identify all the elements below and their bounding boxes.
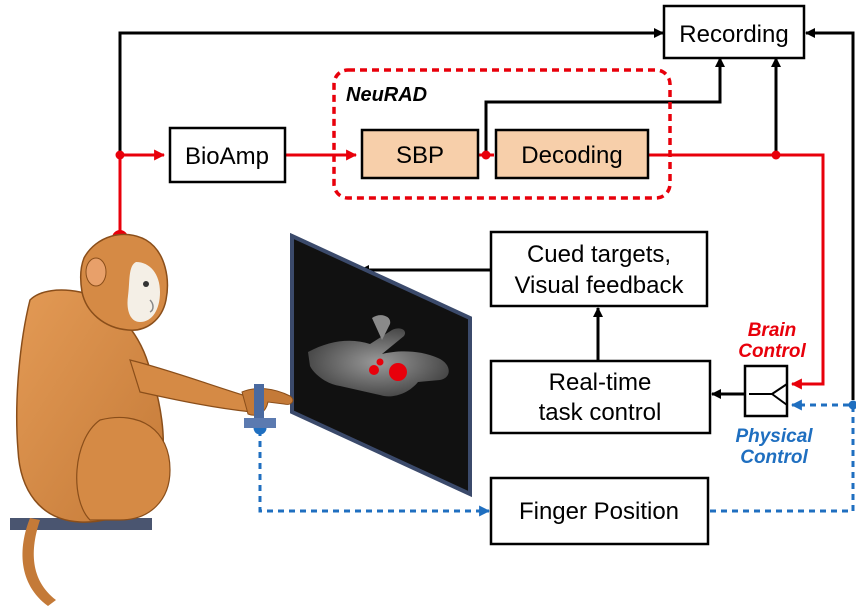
recording-label: Recording <box>679 21 788 48</box>
brain-control-line1: Brain <box>748 320 797 341</box>
recording-block: Recording <box>662 4 806 60</box>
display-screen-icon <box>290 232 472 498</box>
monkey-icon <box>10 233 294 606</box>
sbp-label: SBP <box>396 142 444 169</box>
bioamp-label: BioAmp <box>185 143 269 170</box>
recording-wires <box>118 28 855 400</box>
task-line1: Real-time <box>549 369 652 396</box>
task-line2: task control <box>539 399 662 426</box>
junction-dot <box>771 150 781 160</box>
physical-control-line2: Control <box>740 447 808 468</box>
bioamp-block: BioAmp <box>168 126 287 184</box>
junction-dot <box>481 150 491 160</box>
neurad-label: NeuRAD <box>346 84 427 106</box>
feedback-line1: Cued targets, <box>527 241 671 268</box>
virtual-hand-icon <box>308 315 449 397</box>
neurad-container <box>332 68 672 200</box>
control-wires <box>359 265 745 399</box>
finger-position-block: Finger Position <box>489 476 710 546</box>
decoding-label: Decoding <box>521 142 622 169</box>
feedback-line2: Visual feedback <box>514 272 684 299</box>
task-control-block: Real-time task control <box>489 359 712 435</box>
feedback-block: Cued targets, Visual feedback <box>489 230 709 308</box>
junction-dot <box>848 400 856 410</box>
brain-control-line2: Control <box>738 341 806 362</box>
switch-icon <box>743 364 789 418</box>
junction-dot <box>115 150 125 160</box>
sbp-block: SBP <box>360 128 480 180</box>
decoding-block: Decoding <box>494 128 650 180</box>
physical-control-line1: Physical <box>735 426 813 447</box>
finger-position-label: Finger Position <box>519 498 679 525</box>
